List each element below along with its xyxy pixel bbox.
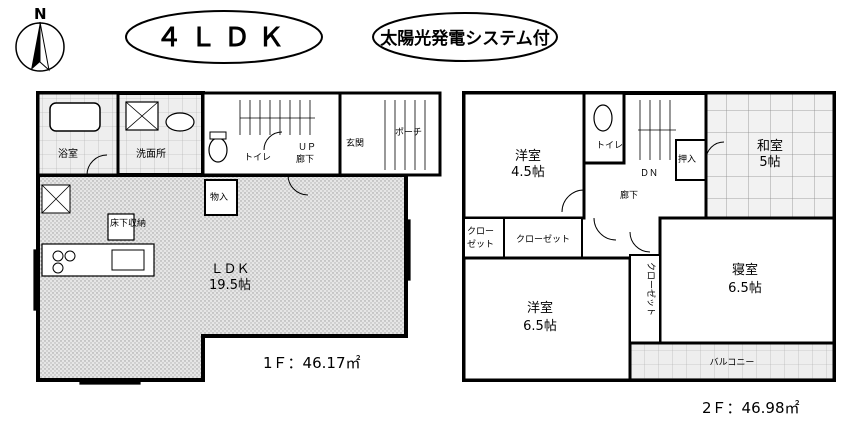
label-closet-small-a: クロー [467, 226, 494, 237]
label-bedroom: 寝室 [732, 262, 758, 278]
label-western-room-1-size: 4.5帖 [511, 165, 545, 180]
label-toilet-2f: トイレ [596, 141, 623, 151]
second-floor-plan [462, 91, 836, 382]
label-toilet-1f: トイレ [244, 153, 271, 163]
label-entrance: 玄関 [346, 137, 364, 149]
north-label: N [34, 5, 47, 23]
label-up: ＵＰ [298, 143, 316, 153]
label-japanese-room: 和室 [757, 138, 783, 154]
label-down: ＤＮ [640, 169, 658, 179]
toilet-icon [208, 137, 228, 163]
second-floor-area: 2Ｆ：46.98㎡ [702, 399, 800, 417]
label-western-room-2-size: 6.5帖 [523, 319, 557, 334]
sink-icon [165, 112, 195, 132]
label-porch: ポーチ [395, 127, 422, 138]
first-floor-plan [33, 91, 442, 385]
label-bedroom-size: 6.5帖 [728, 281, 762, 296]
ldk-closet [204, 179, 238, 216]
bathtub-icon [49, 102, 101, 132]
label-washroom: 洗面所 [136, 148, 166, 160]
balcony [628, 341, 836, 382]
label-wardrobe-2: クローゼット [645, 262, 657, 316]
label-western-room-2: 洋室 [527, 300, 553, 316]
label-ldk-size: 19.5帖 [209, 278, 251, 293]
label-western-room-1: 洋室 [515, 148, 541, 164]
label-bath: 浴室 [58, 147, 78, 160]
north-arrow-icon: N [15, 5, 65, 72]
feature-label: 太陽光発電システム付 [380, 28, 550, 49]
label-closet-2f: 押入 [678, 153, 696, 165]
label-closet-1f: 物入 [210, 191, 228, 203]
title-badge [125, 10, 323, 64]
toilet-2f-icon [593, 104, 613, 132]
first-floor-area: 1Ｆ：46.17㎡ [263, 354, 361, 372]
label-wardrobe-1: クローゼット [516, 233, 570, 245]
layout-title: ４ＬＤＫ [156, 23, 292, 53]
label-floor-storage: 床下収納 [110, 217, 146, 229]
label-hallway-2f: 廊下 [620, 189, 638, 201]
label-closet-small-b: ゼット [467, 238, 494, 250]
label-japanese-room-size: 5帖 [759, 155, 780, 170]
label-balcony: バルコニー [710, 357, 755, 368]
feature-badge [372, 12, 558, 62]
stairs-2f [638, 100, 676, 160]
stairs-1f [239, 100, 426, 170]
label-hallway-1f: 廊下 [296, 153, 314, 165]
floor-storage-icon [107, 213, 135, 241]
label-ldk: ＬＤＫ [210, 262, 249, 277]
